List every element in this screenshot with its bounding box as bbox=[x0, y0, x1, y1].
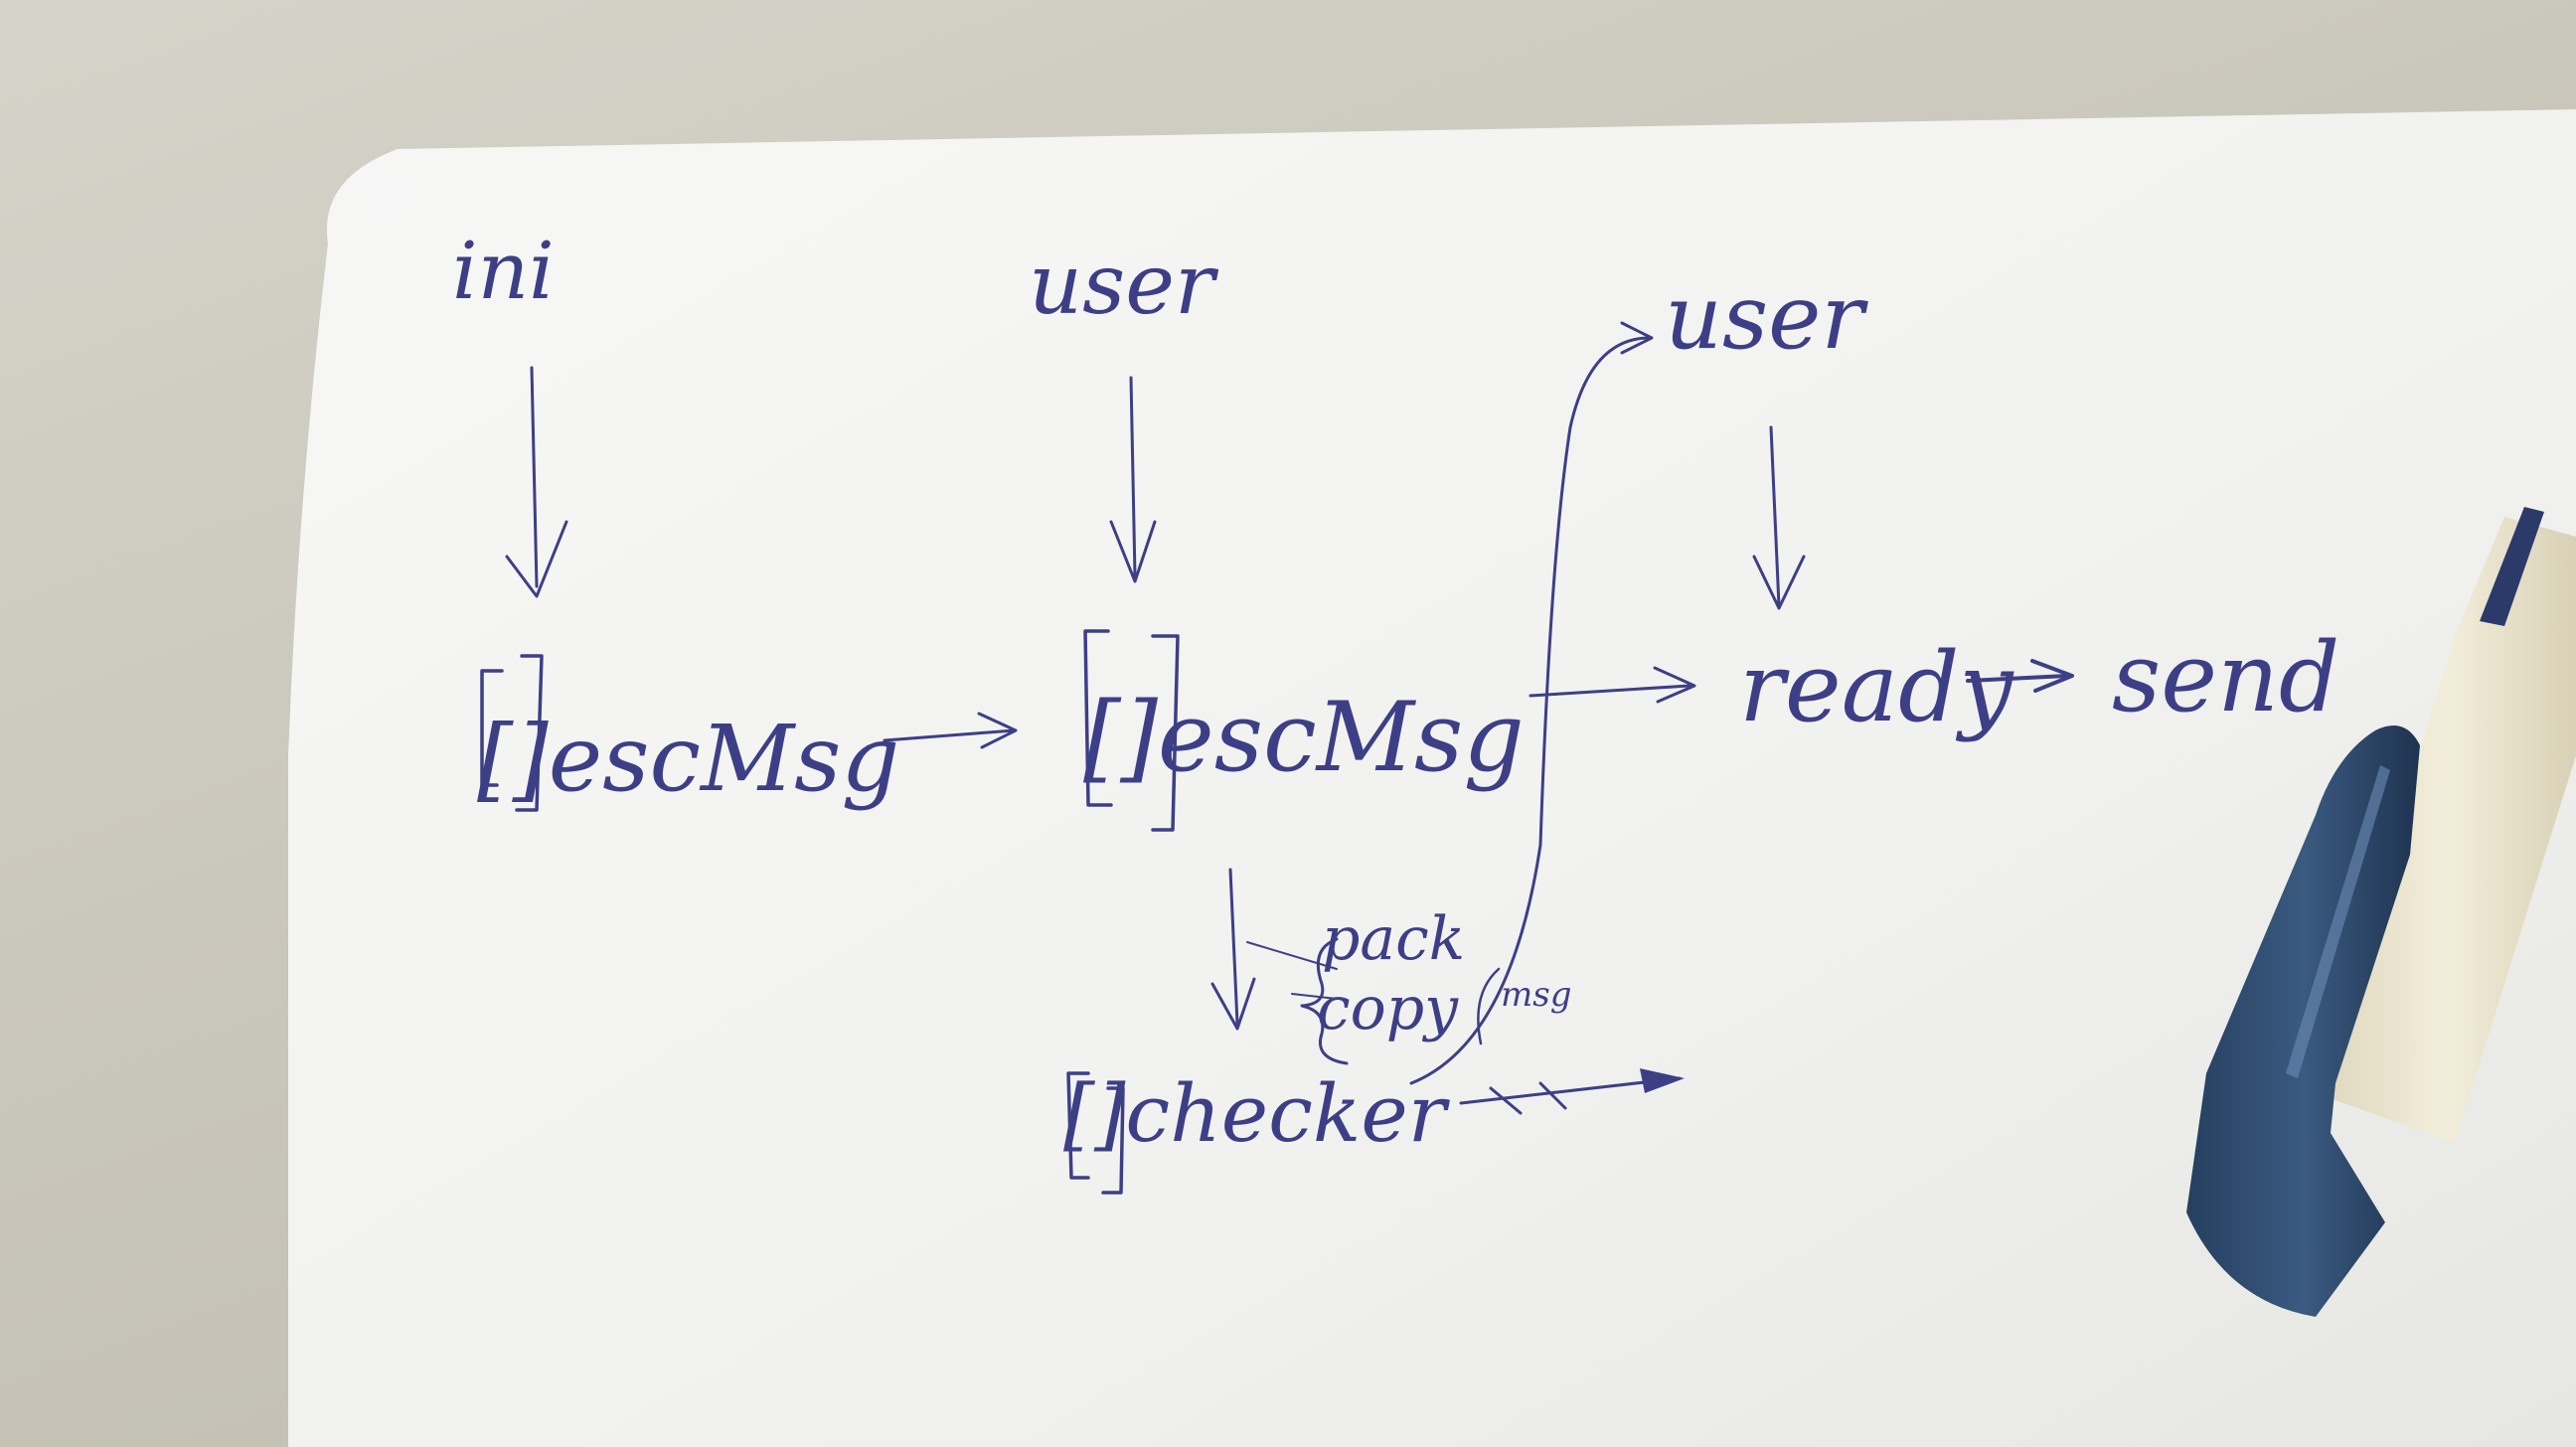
node-user-2: user bbox=[1665, 265, 1868, 370]
pen bbox=[2186, 507, 2576, 1317]
bracket-2 bbox=[1083, 629, 1180, 832]
arrow-checker-out bbox=[1459, 1068, 1685, 1115]
pen-body bbox=[2316, 517, 2576, 1143]
node-send: send bbox=[2112, 622, 2339, 733]
bracket-3 bbox=[1066, 1071, 1125, 1195]
arrow-ready-to-send bbox=[1966, 659, 2074, 693]
bracket-1 bbox=[480, 654, 544, 812]
arrow-escmsg-2-to-checker bbox=[1210, 868, 1256, 1031]
pen-clip-tip bbox=[2480, 507, 2544, 626]
node-ready: ready bbox=[1739, 632, 2014, 743]
annotation-copy: copy bbox=[1317, 974, 1459, 1044]
arrow-user-to-ready bbox=[1752, 425, 1806, 610]
node-checker: []checker bbox=[1063, 1067, 1451, 1160]
arrow-escmsg-2-to-ready bbox=[1529, 666, 1696, 704]
annotation-crossout bbox=[1246, 941, 1338, 1000]
node-escmsg-2: []escMsg bbox=[1083, 682, 1525, 793]
annotation-pack: pack bbox=[1322, 904, 1465, 974]
annotation-brace bbox=[1300, 937, 1349, 1065]
annotation-msg-bracket bbox=[1477, 967, 1501, 1045]
node-ini: ini bbox=[452, 225, 555, 317]
node-user-1: user bbox=[1029, 236, 1219, 333]
arrow-user-to-escmsg-2 bbox=[1109, 376, 1157, 583]
arrow-escmsg-1-to-escmsg-2 bbox=[883, 712, 1018, 749]
arrow-ini-to-escmsg-1 bbox=[505, 366, 568, 598]
annotation-msg: msg bbox=[1501, 975, 1571, 1015]
pen-cap-highlight bbox=[2286, 765, 2390, 1078]
paper-sheet bbox=[288, 109, 2576, 1447]
arrow-checker-to-user bbox=[1409, 321, 1654, 1085]
node-escmsg-1: []escMsg bbox=[477, 706, 899, 812]
